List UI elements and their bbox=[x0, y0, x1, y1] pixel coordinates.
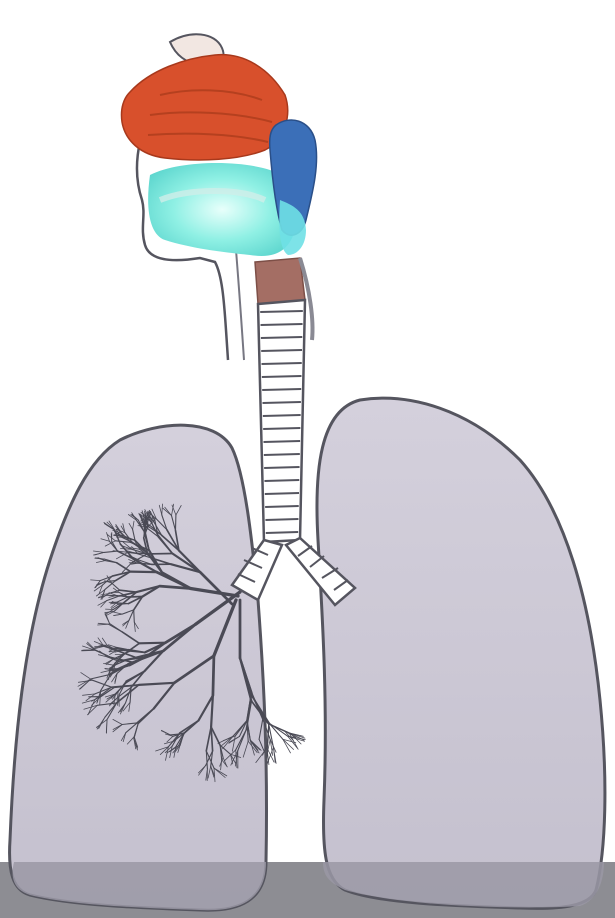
trachea-ring bbox=[266, 532, 298, 533]
bronchiole bbox=[213, 656, 214, 696]
trachea-ring bbox=[264, 480, 299, 481]
bronchiole bbox=[131, 572, 157, 573]
trachea-ring bbox=[260, 311, 303, 312]
nasal-cavity bbox=[121, 55, 287, 160]
trachea-ring bbox=[262, 402, 300, 403]
trachea-ring bbox=[265, 506, 299, 507]
trachea-ring bbox=[262, 389, 301, 390]
right-lung bbox=[10, 425, 267, 910]
left-lung bbox=[317, 398, 605, 908]
bronchiole bbox=[121, 650, 130, 651]
bronchiole bbox=[134, 610, 135, 622]
trachea-ring bbox=[262, 363, 302, 364]
trachea-ring bbox=[263, 428, 300, 429]
bronchiole bbox=[139, 643, 165, 644]
trachea-ring bbox=[261, 337, 302, 338]
trachea-ring bbox=[261, 324, 303, 325]
trachea-ring bbox=[264, 467, 299, 468]
trachea-ring bbox=[264, 454, 300, 455]
trachea-ring bbox=[265, 519, 298, 520]
trachea-ring bbox=[265, 493, 299, 494]
trachea-ring bbox=[262, 376, 302, 377]
trachea-ring bbox=[263, 441, 300, 442]
neck-outline bbox=[236, 250, 244, 360]
bronchiole bbox=[118, 604, 128, 605]
trachea-ring bbox=[263, 415, 301, 416]
trachea-ring bbox=[261, 350, 302, 351]
larynx bbox=[255, 258, 305, 304]
